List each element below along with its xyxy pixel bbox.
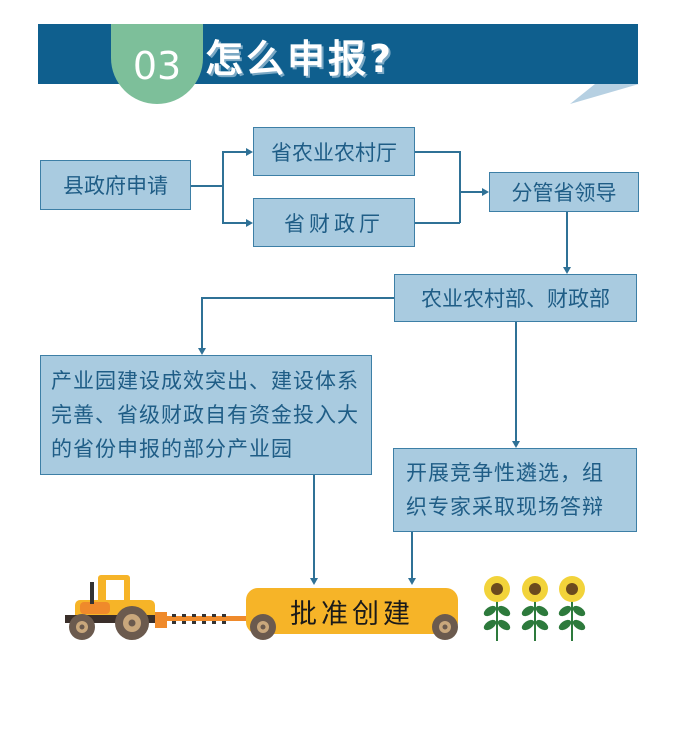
node-competitive-selection: 开展竞争性遴选，组织专家采取现场答辩: [393, 448, 637, 532]
approval-cart: 批准创建: [246, 588, 458, 634]
sunflowers-icon: [480, 575, 589, 642]
node-provincial-leader: 分管省领导: [489, 172, 639, 212]
node-ministries: 农业农村部、财政部: [394, 274, 637, 322]
node-provincial-agri-dept: 省农业农村厅: [253, 127, 415, 176]
node-provincial-finance-dept: 省财政厅: [253, 198, 415, 247]
tractor-icon: [65, 575, 247, 640]
page-title: 怎么申报?: [205, 37, 395, 81]
section-number-badge: 03: [111, 24, 203, 104]
node-county-application: 县政府申请: [40, 160, 191, 210]
node-priority-parks: 产业园建设成效突出、建设体系完善、省级财政自有资金投入大的省份申报的部分产业园: [40, 355, 372, 475]
header-ribbon-tail: [570, 84, 639, 104]
cart-wheels-icon: [250, 614, 458, 640]
header-bar: 03: [38, 24, 638, 104]
